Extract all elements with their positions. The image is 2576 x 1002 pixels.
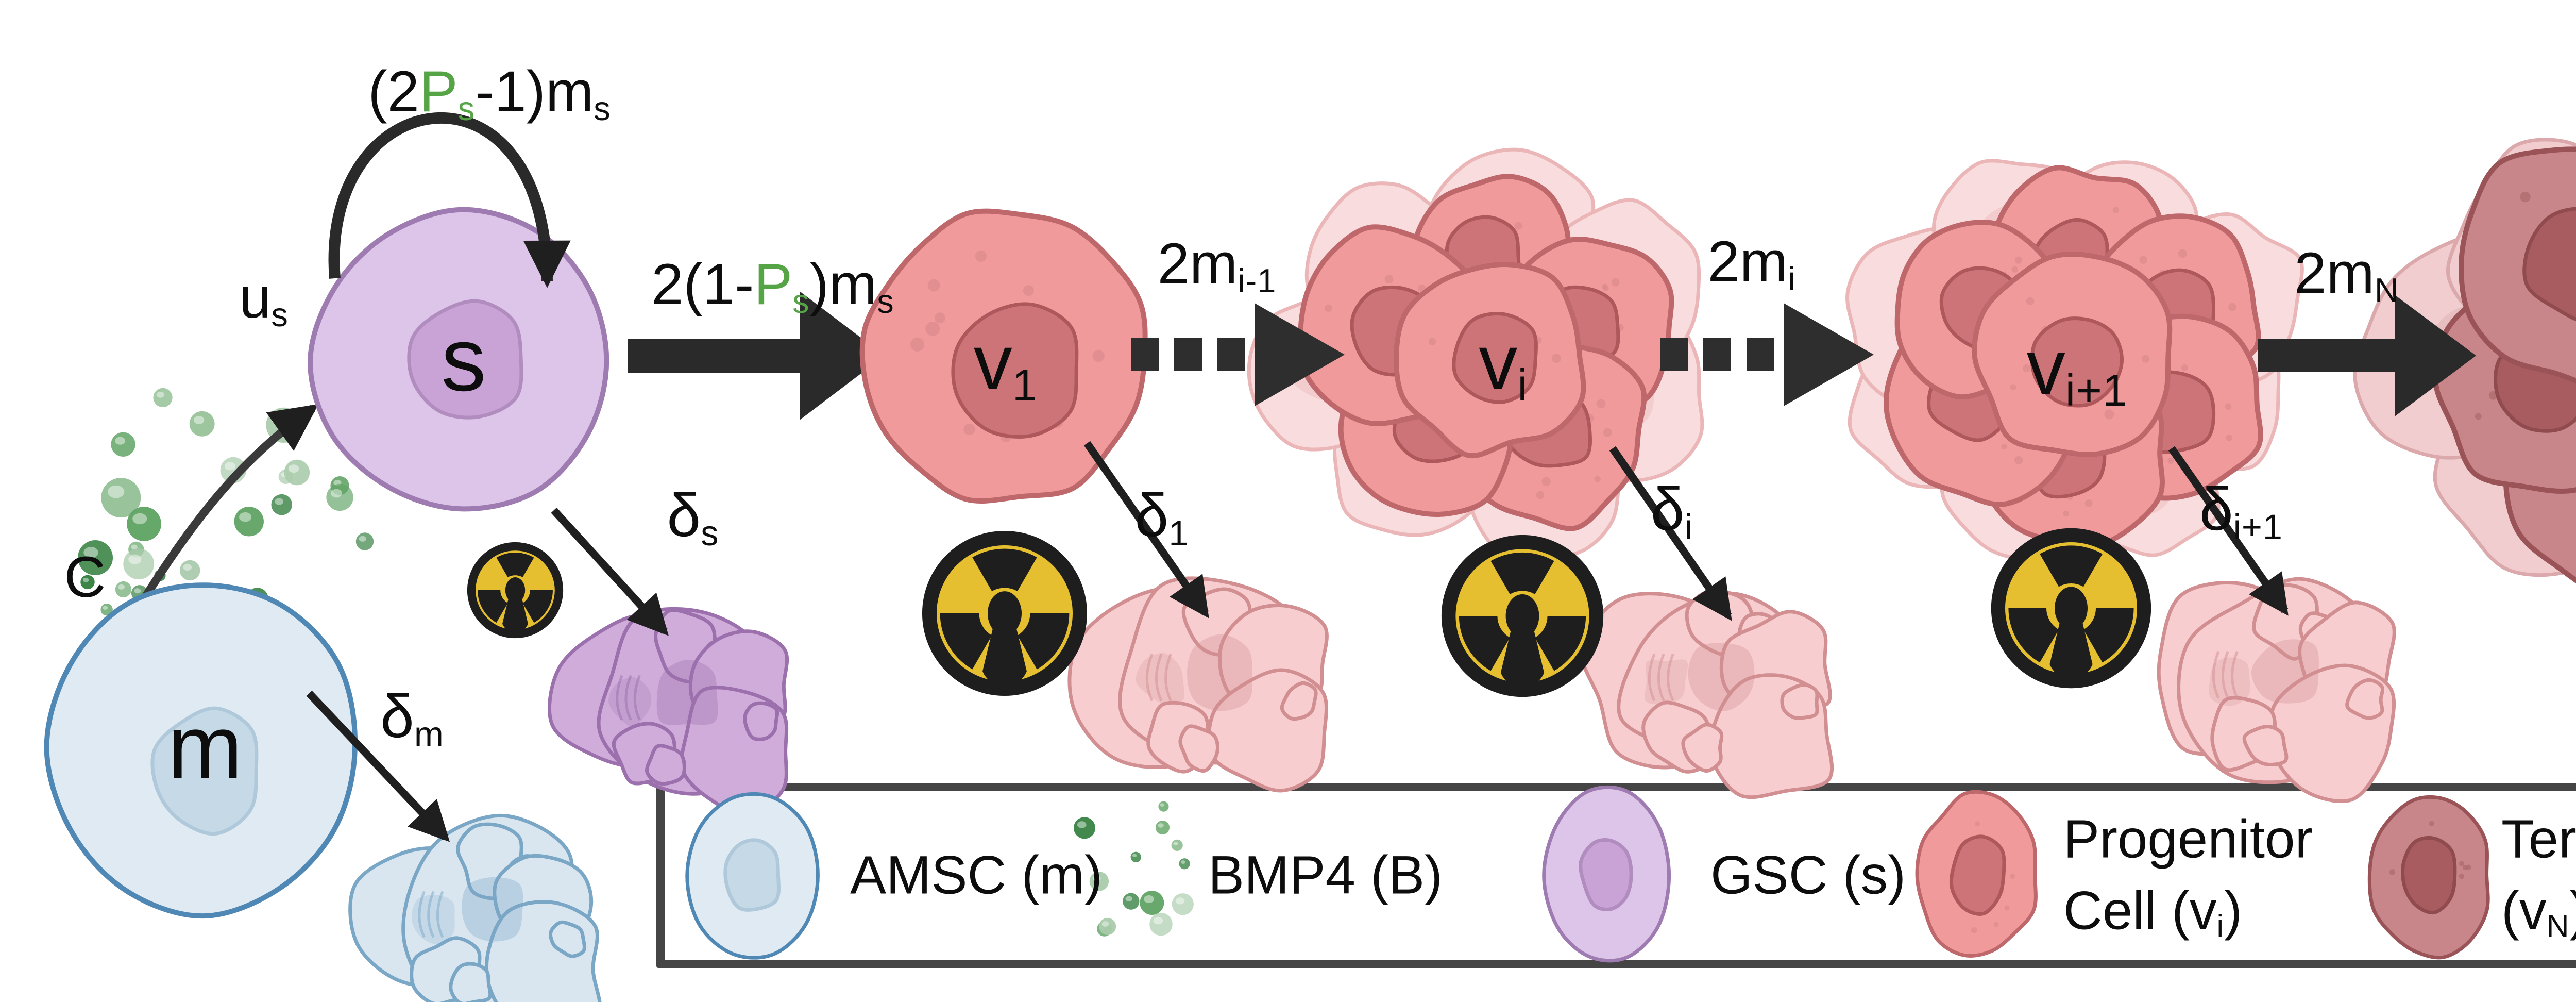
gsc-label: s [441,309,486,410]
v1-label: v1 [973,319,1038,410]
amsc-debris-icon [348,813,602,1002]
radiation-icon [922,530,1088,696]
division-rate-prev-label: 2mi-1 [1157,231,1277,299]
division-arrow-N [2258,295,2476,416]
legend-label-bmp4: BMP4 (B) [1208,845,1443,906]
bmp4-uptake-rate-label: us [239,265,289,333]
delta-1-arrow [1083,441,1209,619]
delta-i1-label: δi+1 [2199,475,2283,547]
differentiation-rate-label: 2(1-Ps)ms [651,252,894,320]
delta-i-arrow [1609,446,1732,621]
delta-m-label: δm [380,682,444,754]
legend-label-amsc: AMSC (m) [850,845,1103,906]
self-renewal-rate-label: (2Ps-1)ms [368,59,611,127]
delta-s-label: δs [667,481,719,553]
division-rate-i-label: 2mi [1707,229,1796,297]
delta-s-arrow [551,507,669,636]
vi-label: vi [1479,319,1528,410]
legend-progenitor-icon [1915,790,2038,958]
delta-1-label: δ1 [1134,481,1189,553]
legend-amsc-icon [685,792,820,960]
division-arrow-dashed-2 [1660,303,1874,406]
legend-label-gsc: GSC (s) [1710,845,1906,906]
us-arrow [133,404,319,613]
vi-debris-icon [1579,589,1834,799]
self-renewal-arrow [328,112,571,288]
progenitor-cluster-vi1 [1845,159,2304,561]
radiation-icon [1441,535,1604,697]
radiation-icon [1991,528,2151,689]
legend-label-terminal: Terminal cell (vN) [2501,809,2576,944]
radiation-icon [467,542,564,639]
legend-terminal-icon [2367,795,2490,960]
bmp4-source-label: C [64,545,106,609]
amsc-label: m [167,697,243,798]
progenitor-cell-v1 [859,208,1148,504]
gsc-debris-icon [548,607,789,817]
vi1-label: vi+1 [2026,324,2128,415]
delta-i-label: δi [1651,475,1693,547]
legend-gsc-icon [1542,785,1671,963]
differentiation-arrow [628,291,885,420]
vi1-debris-icon [2157,577,2396,803]
v1-debris-icon [1067,576,1329,793]
legend-bmp4-icon [1074,801,1194,937]
terminal-cluster-vn [2353,138,2576,584]
amsc-cell [44,582,358,919]
delta-i1-arrow [2168,446,2289,616]
progenitor-cluster-vi [1247,147,1704,569]
division-arrow-dashed-1 [1131,303,1345,406]
delta-m-arrow [306,690,450,842]
legend-label-progenitor: Progenitor Cell (vi) [2063,809,2313,944]
division-rate-N-label: 2mN [2294,241,2399,309]
